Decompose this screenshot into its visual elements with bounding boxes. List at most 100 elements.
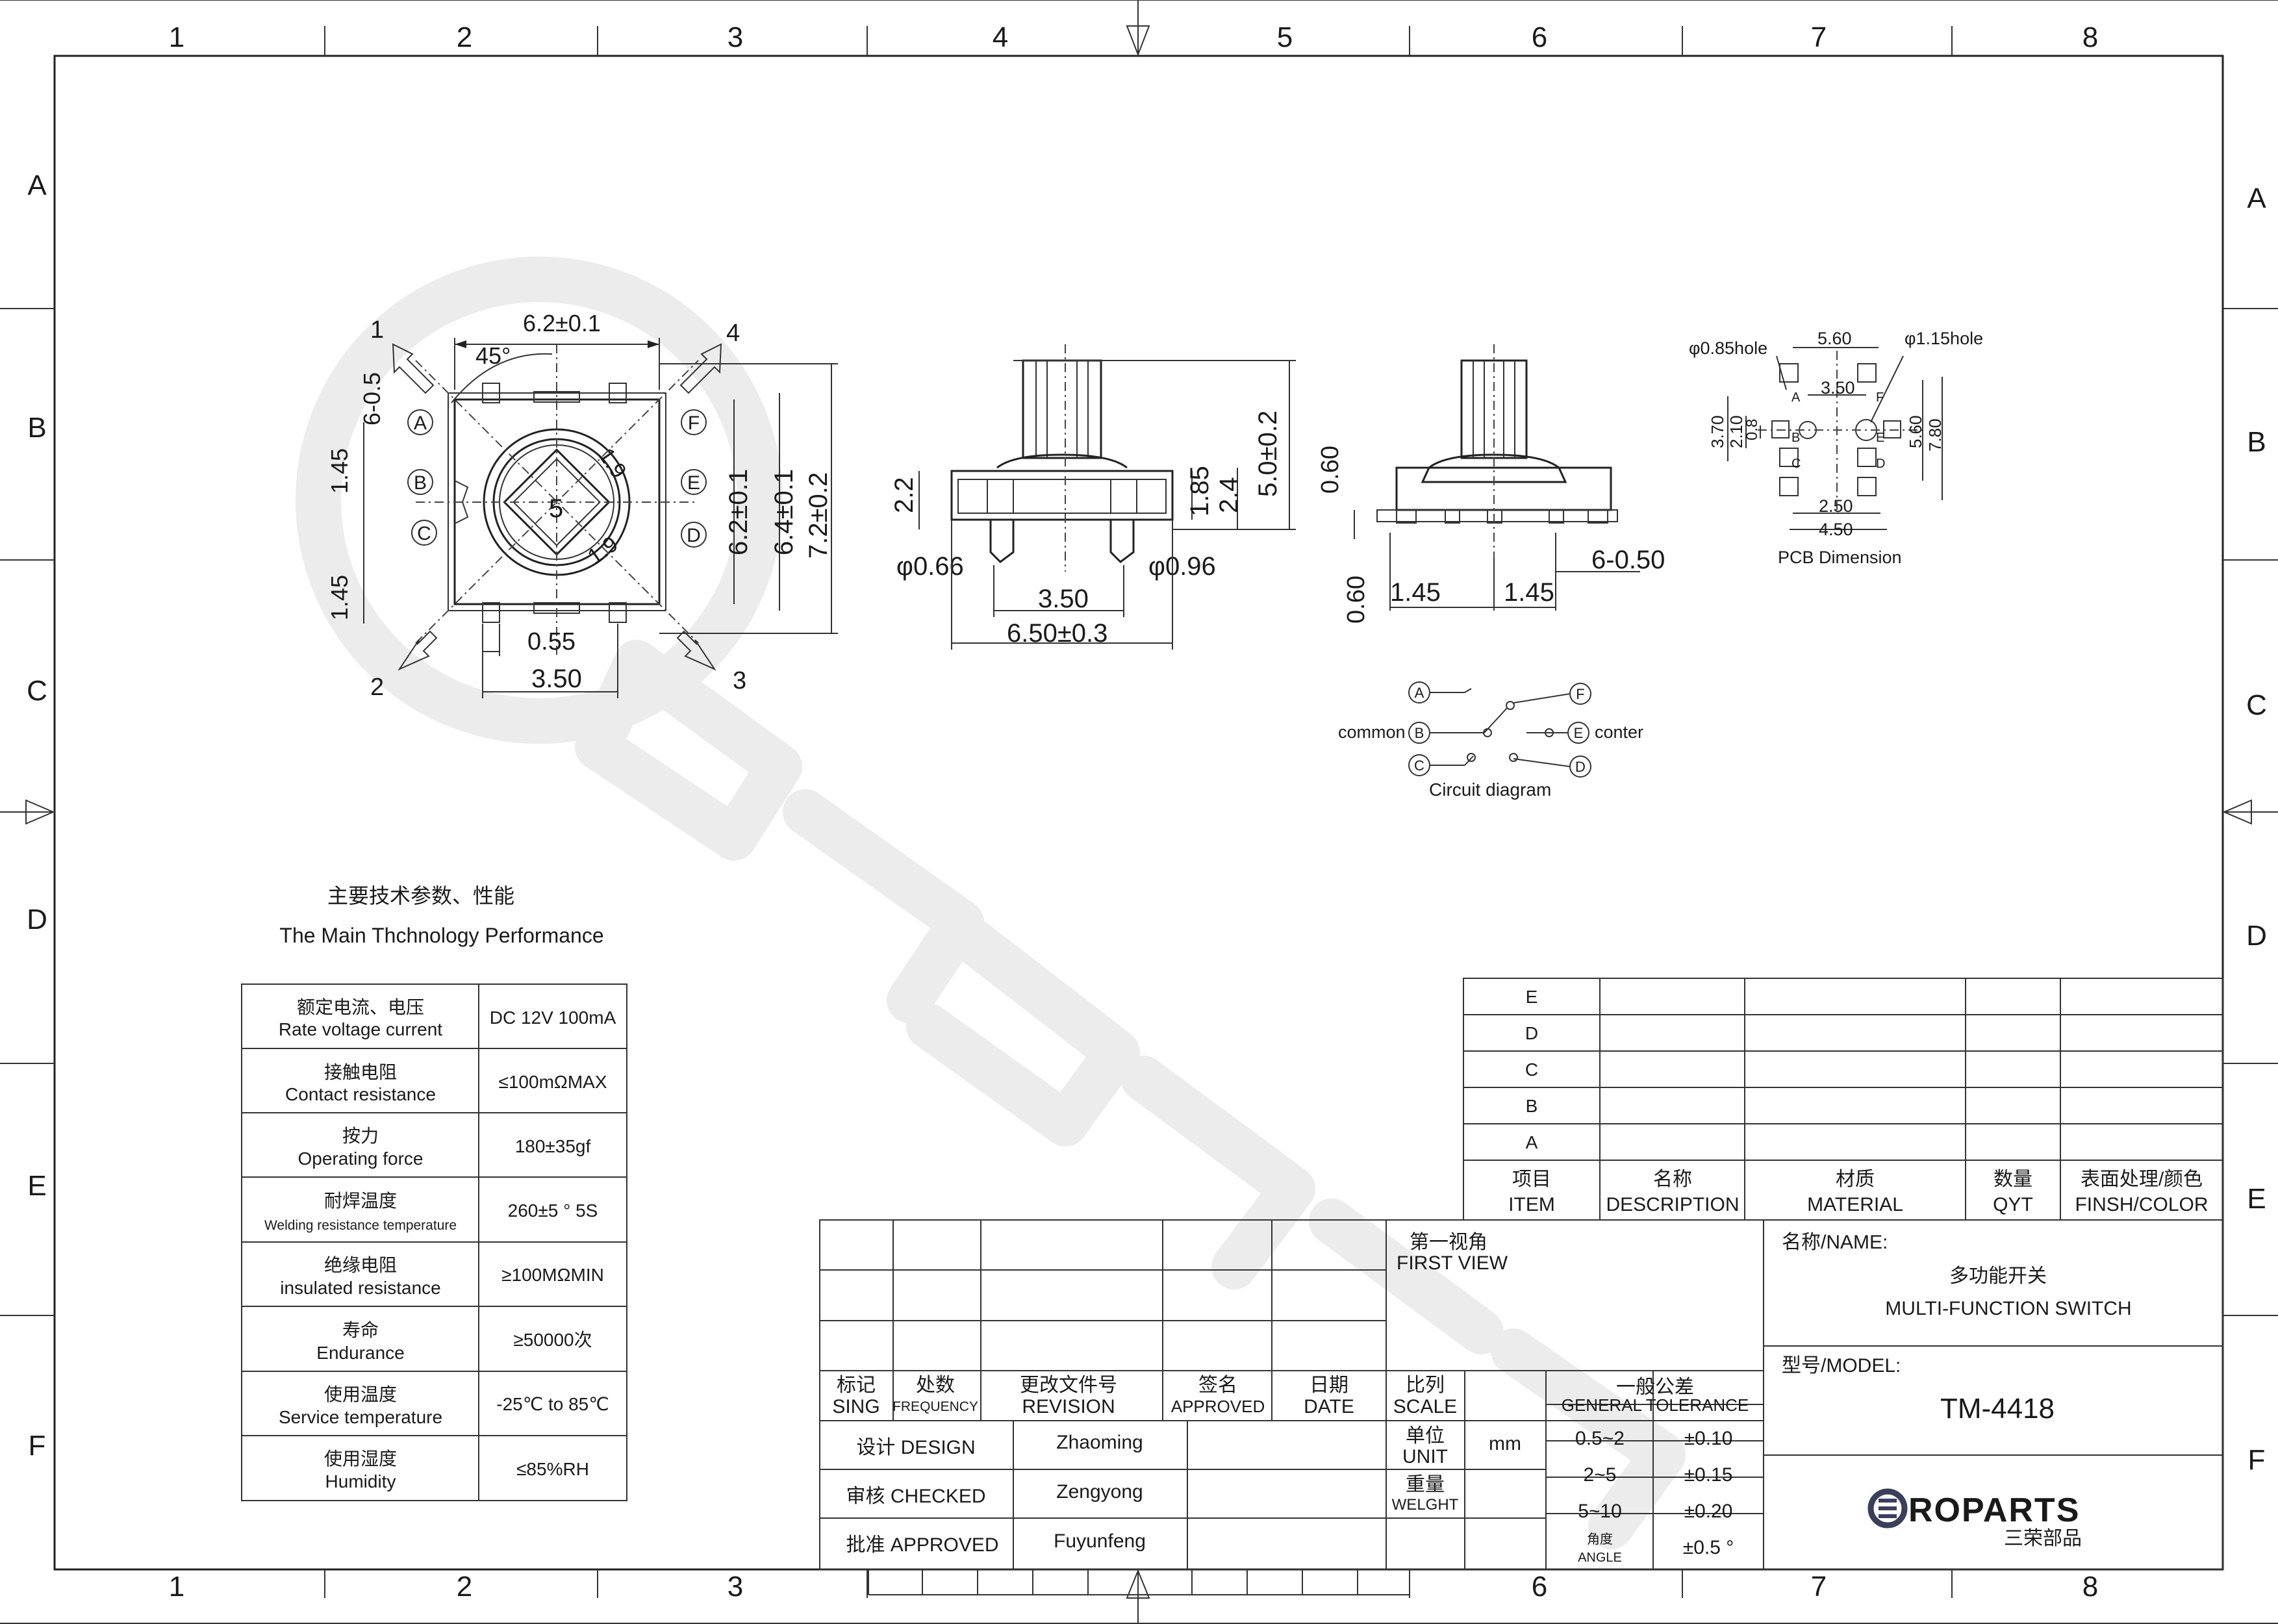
col-label-top: 4 [993, 21, 1008, 53]
spec-label-cn: 绝缘电阻 [324, 1255, 397, 1275]
name-label: 名称/NAME: [1782, 1232, 1888, 1253]
spec-label-en: Service temperature [279, 1407, 442, 1427]
dim-2-4: 2.4 [1215, 477, 1243, 513]
spec-label-en: Endurance [316, 1343, 404, 1363]
row-label-left: B [27, 412, 46, 444]
pcb-dim-0-8: 0.8 [1743, 419, 1761, 440]
model-number: TM-4418 [1940, 1393, 2055, 1425]
spec-label-en: insulated resistance [280, 1278, 440, 1298]
dim-6-50: 6.50±0.3 [1007, 619, 1107, 648]
dim-right-1: 6.2±0.1 [724, 469, 753, 555]
row-label-left: F [29, 1430, 46, 1462]
bom-header-en: FINSH/COLOR [2075, 1194, 2208, 1215]
circuit-node-a: A [1415, 685, 1424, 701]
dim-0-60-bottom: 0.60 [1343, 576, 1370, 624]
model-label: 型号/MODEL: [1782, 1355, 1901, 1377]
tolerance-value: ±0.15 [1684, 1464, 1733, 1486]
tolerance-value: ±0.10 [1684, 1428, 1733, 1449]
side-view-front: 2.2 1.85 2.4 5.0±0.2 φ0.66 φ0.96 3.50 6.… [890, 344, 1296, 650]
pcb-hole-right: φ1.15hole [1905, 329, 1983, 348]
row-label-right: A [2247, 183, 2266, 214]
corner-label-4: 4 [726, 320, 740, 347]
checked-name: Zengyong [1056, 1481, 1143, 1503]
circuit-node-e: E [1574, 725, 1584, 741]
logo-wordmark: ROPARTS [1908, 1491, 2080, 1529]
bom-row-label: C [1525, 1059, 1538, 1080]
pcb-pin-f: F [1876, 390, 1884, 405]
col-label-top: 2 [457, 21, 472, 53]
col-label-bottom: 1 [169, 1571, 184, 1603]
bom-row-label: B [1526, 1096, 1538, 1116]
spec-label-cn: 使用温度 [324, 1384, 397, 1404]
rev-header-en: FREQUENCY [892, 1399, 978, 1414]
spec-label-cn: 寿命 [342, 1320, 379, 1340]
pcb-dim-3-70: 3.70 [1708, 415, 1727, 448]
dim-1-85: 1.85 [1185, 466, 1214, 516]
roparts-logo: ROPARTS 三荣部品 [1867, 1488, 2082, 1549]
dim-1-9-b: 1.9 [583, 531, 623, 569]
unit-en: UNIT [1402, 1446, 1448, 1467]
tolerance-range-cn: 角度 [1587, 1532, 1613, 1547]
dim-2-2: 2.2 [890, 477, 918, 513]
tolerance-en: GENERAL TOLERANCE [1562, 1395, 1749, 1415]
col-label-top: 5 [1277, 21, 1293, 53]
tolerance-range: 5~10 [1578, 1501, 1622, 1522]
pin-label-c: C [417, 523, 431, 544]
spec-label-cn: 按力 [342, 1126, 379, 1146]
bom-header-en: DESCRIPTION [1606, 1194, 1739, 1215]
dim-3-50-side: 3.50 [1038, 585, 1089, 613]
rev-header-en: REVISION [1022, 1396, 1115, 1417]
bom-table: E D C B A 项目 ITEM 名称 DESCRIPTION 材质 MATE… [1463, 978, 2223, 1221]
dim-3-50: 3.50 [531, 665, 582, 693]
circuit-node-b: B [1415, 725, 1424, 741]
dim-1-45-top: 1.45 [326, 448, 353, 494]
pcb-hole-left: φ0.85hole [1689, 338, 1767, 358]
pin-label-a: A [414, 412, 427, 434]
spec-label-cn: 接触电阻 [324, 1062, 397, 1082]
tolerance-value: ±0.5 ° [1683, 1537, 1734, 1558]
center-label: 5 [549, 494, 563, 523]
spec-value: DC 12V 100mA [490, 1008, 616, 1028]
col-label-bottom: 2 [457, 1571, 472, 1603]
rev-header-en: APPROVED [1171, 1397, 1265, 1416]
pcb-pin-c: C [1791, 457, 1801, 471]
rev-header-cn: 标记 [837, 1375, 876, 1396]
spec-label-en: Welding resistance temperature [264, 1218, 457, 1233]
spec-label-cn: 额定电流、电压 [297, 997, 424, 1017]
top-view: 6.2±0.1 45° 6-0.5 1.45 1.45 1.9 1.9 5 6.… [326, 310, 838, 701]
dim-6-0-5: 6-0.5 [359, 372, 385, 425]
approved-label: 批准 APPROVED [846, 1534, 998, 1556]
col-label-top: 1 [169, 21, 184, 53]
dim-0-60-top: 0.60 [1317, 446, 1344, 494]
spec-value: 260±5 ° 5S [508, 1200, 598, 1221]
dim-right-3: 7.2±0.2 [804, 472, 833, 559]
dim-right-2: 6.4±0.1 [770, 469, 798, 555]
spec-value: ≤85%RH [516, 1459, 589, 1479]
checked-label: 审核 CHECKED [846, 1486, 985, 1507]
tolerance-cn: 一般公差 [1616, 1377, 1694, 1398]
col-label-top: 6 [1532, 21, 1547, 53]
design-label: 设计 DESIGN [856, 1437, 975, 1458]
col-label-bottom: 8 [2082, 1571, 2098, 1603]
weight-cn: 重量 [1406, 1474, 1445, 1495]
pin-label-d: D [687, 525, 701, 546]
circuit-conter-label: conter [1595, 722, 1643, 742]
design-name: Zhaoming [1056, 1432, 1143, 1453]
unit-value: mm [1489, 1433, 1521, 1454]
pcb-dimension: φ0.85hole φ1.15hole 5.60 3.50 3.70 2.10 … [1689, 329, 1983, 567]
col-label-top: 3 [728, 21, 743, 53]
spec-value: 180±35gf [515, 1136, 591, 1156]
rev-header-cn: 更改文件号 [1020, 1375, 1117, 1396]
circuit-diagram: A B C F E D common conter Circuit diagra… [1338, 681, 1643, 800]
spec-label-en: Operating force [298, 1148, 424, 1169]
row-label-right: F [2248, 1444, 2266, 1476]
spec-label-en: Humidity [325, 1471, 396, 1491]
corner-label-2: 2 [370, 674, 384, 701]
row-label-right: E [2247, 1183, 2266, 1215]
row-label-left: C [27, 675, 47, 707]
col-label-top: 8 [2082, 21, 2098, 53]
row-label-left: E [27, 1170, 46, 1202]
specs-table: 额定电流、电压 Rate voltage current DC 12V 100m… [241, 983, 627, 1501]
